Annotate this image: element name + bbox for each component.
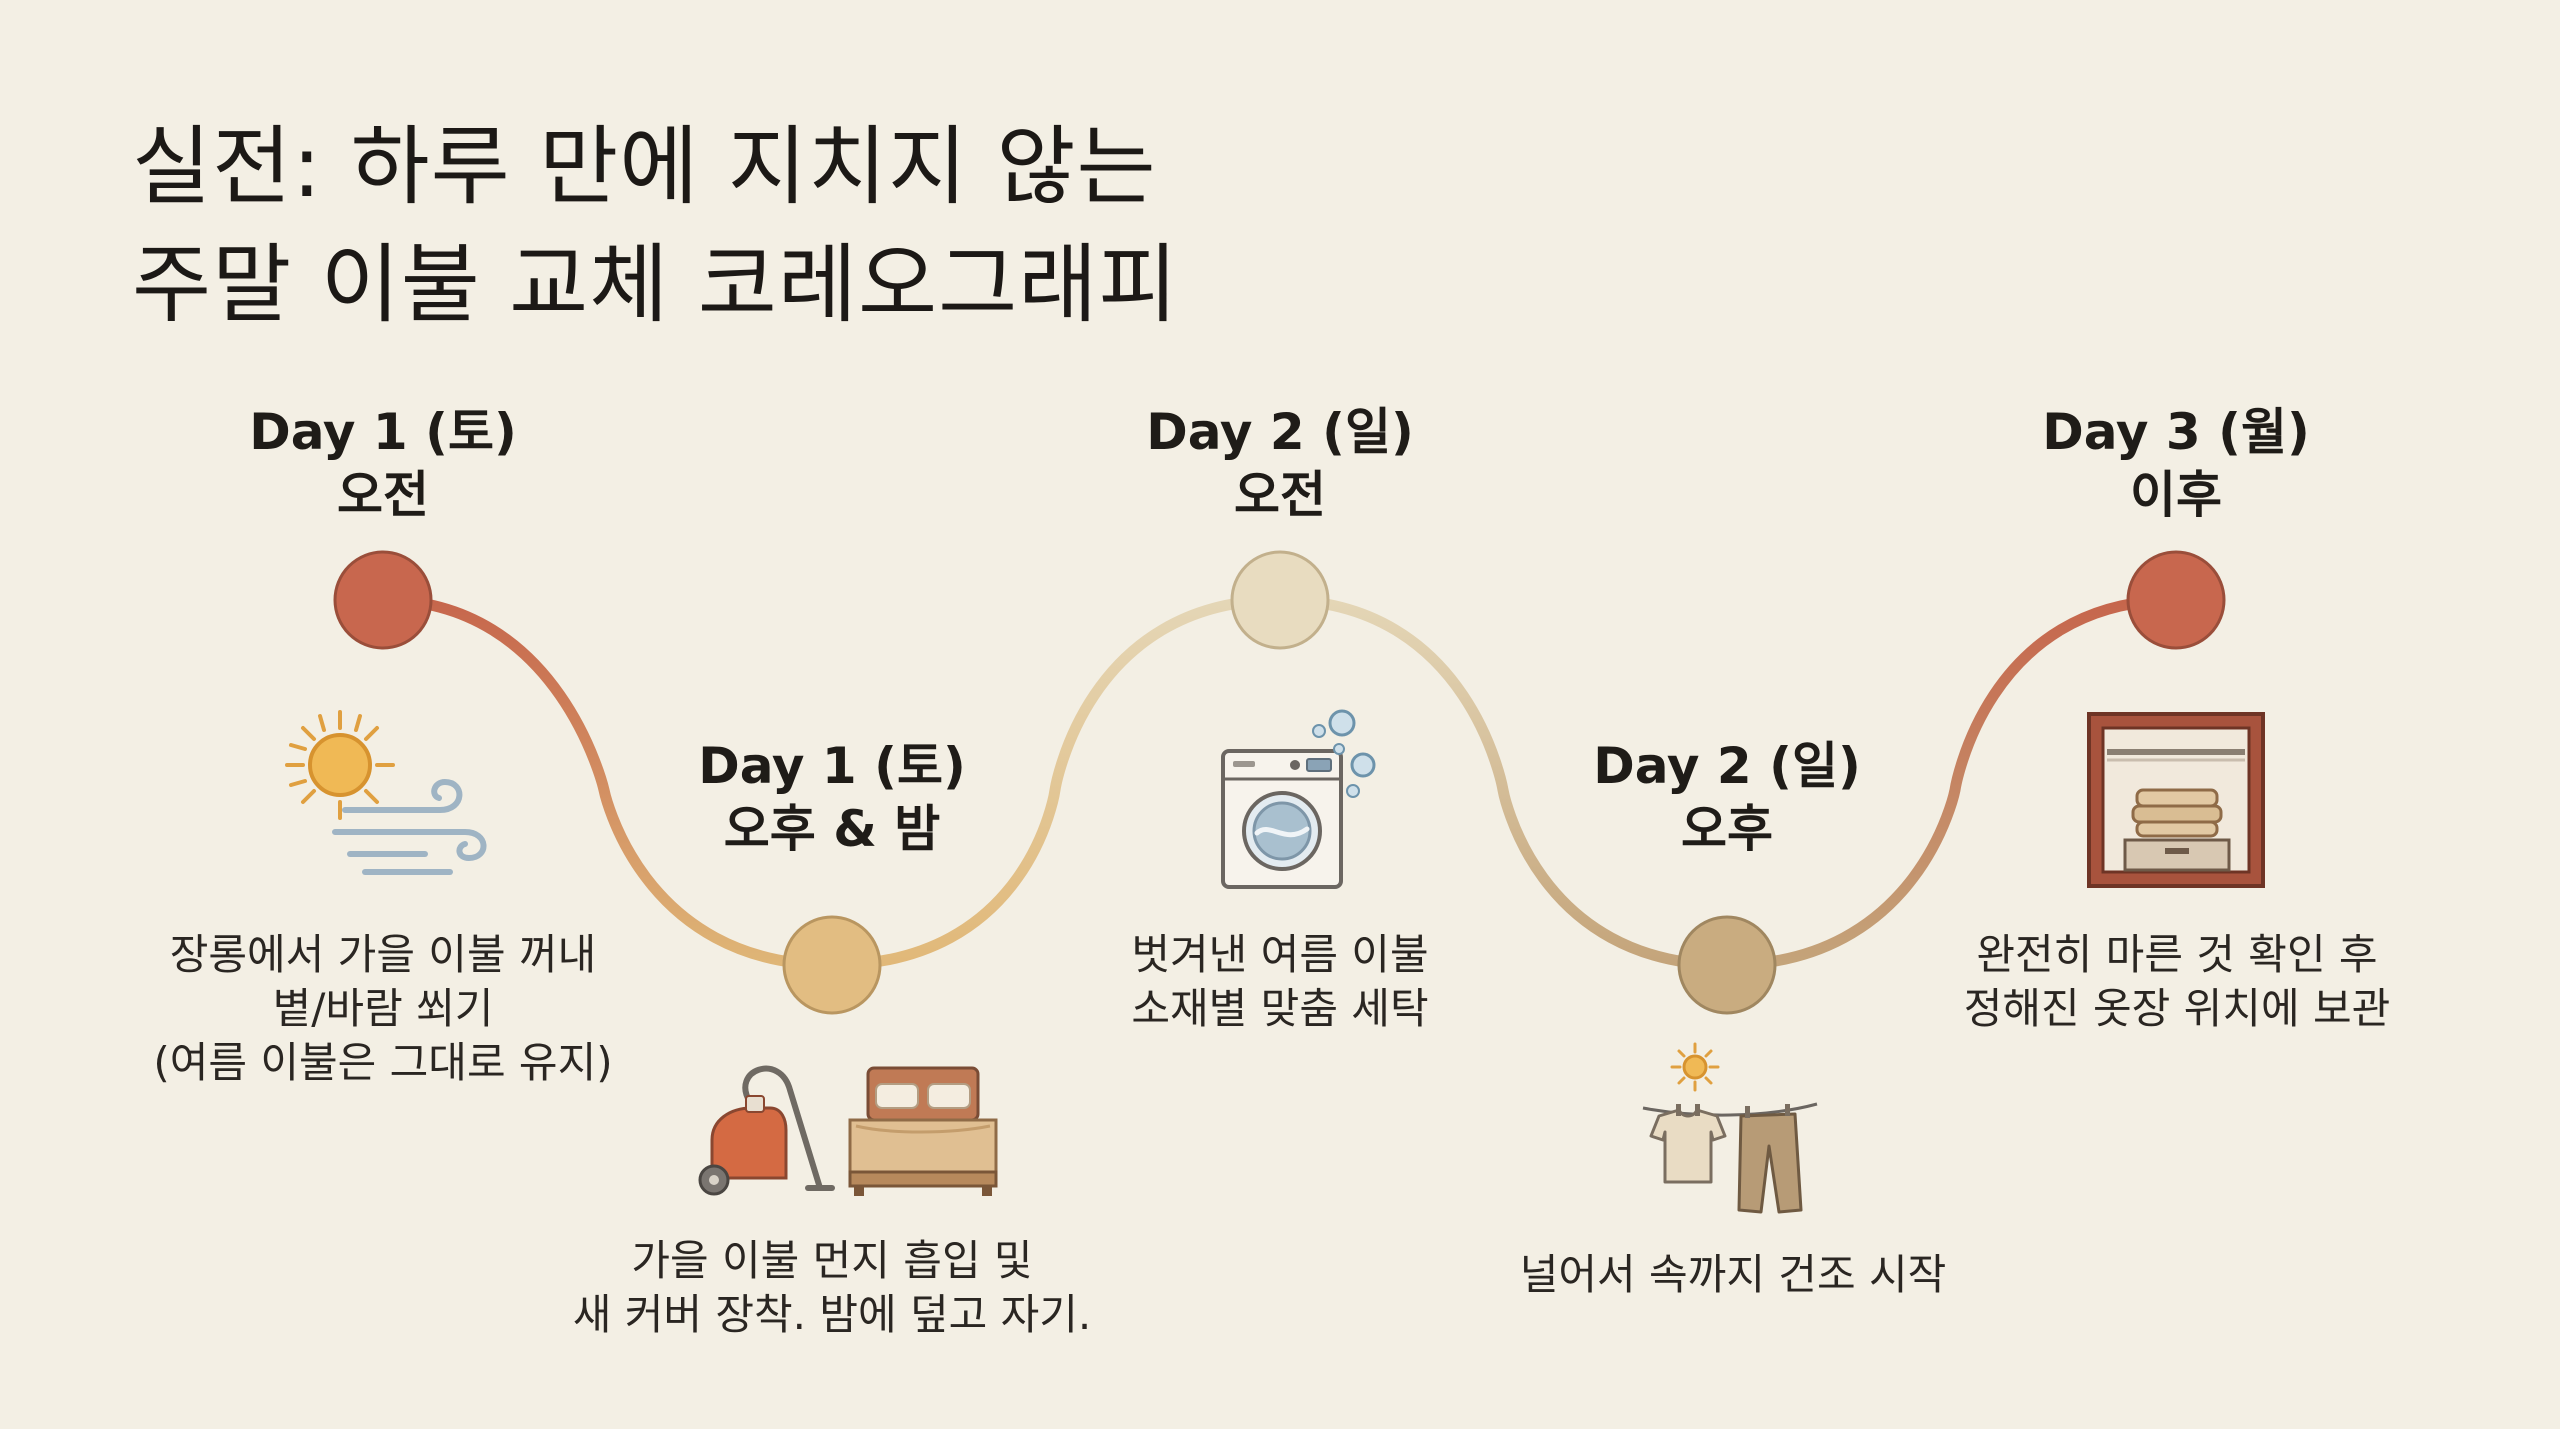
step-1-day: Day 1 (토): [249, 403, 517, 461]
step-1-time: 오전: [337, 466, 429, 524]
vacuum-bed-icon: [698, 1065, 998, 1196]
timeline-segment-1: [377, 594, 838, 971]
timeline-node-day2-morning: [1230, 550, 1330, 650]
step-5-desc-line-2: 정해진 옷장 위치에 보관: [1963, 984, 2391, 1033]
step-2-description: 가을 이불 먼지 흡입 및 새 커버 장착. 밤에 덮고 자기.: [512, 1234, 1152, 1342]
page-title: 실전: 하루 만에 지치지 않는 주말 이불 교체 코레오그래피: [132, 108, 1178, 344]
step-3-heading: Day 2 (일) 오전: [1070, 401, 1490, 527]
bed-icon: [848, 1066, 998, 1196]
step-5-description: 완전히 마른 것 확인 후 정해진 옷장 위치에 보관: [1857, 928, 2497, 1036]
timeline-node-day2-afternoon: [1677, 915, 1777, 1015]
washing-machine-icon: [1221, 709, 1376, 889]
step-3-desc-line-1: 벗겨낸 여름 이불: [1131, 930, 1429, 979]
step-1-desc-line-1: 장롱에서 가을 이불 꺼내: [169, 930, 597, 979]
step-2-day: Day 1 (토): [698, 737, 966, 795]
step-5-time: 이후: [2130, 466, 2222, 524]
step-3-time: 오전: [1234, 466, 1326, 524]
timeline-node-day3: [2126, 550, 2226, 650]
step-4-day: Day 2 (일): [1593, 737, 1861, 795]
step-3-description: 벗겨낸 여름 이불 소재별 맞춤 세탁: [960, 928, 1600, 1036]
hanging-pants-icon: [1737, 1104, 1803, 1214]
timeline-node-day1-evening: [782, 915, 882, 1015]
step-1-desc-line-2: 볕/바람 쐬기: [272, 984, 494, 1033]
step-4-time: 오후: [1681, 800, 1773, 858]
step-4-heading: Day 2 (일) 오후: [1517, 735, 1937, 861]
title-line-2: 주말 이불 교체 코레오그래피: [132, 235, 1179, 335]
title-line-1: 실전: 하루 만에 지치지 않는: [132, 117, 1157, 217]
step-4-desc-line-1: 널어서 속까지 건조 시작: [1519, 1250, 1947, 1299]
step-5-heading: Day 3 (월) 이후: [1966, 401, 2386, 527]
closet-storage-icon: [2087, 712, 2265, 888]
step-2-desc-line-2: 새 커버 장착. 밤에 덮고 자기.: [572, 1290, 1092, 1339]
step-2-heading: Day 1 (토) 오후 & 밤: [622, 735, 1042, 861]
laundry-line-icon: [1642, 1042, 1818, 1214]
vacuum-cleaner-icon: [698, 1065, 835, 1196]
timeline-segment-3: [1274, 594, 1733, 971]
timeline-node-day1-morning: [333, 550, 433, 650]
step-5-desc-line-1: 완전히 마른 것 확인 후: [1976, 930, 2378, 979]
step-1-desc-line-3: (여름 이불은 그대로 유지): [153, 1038, 613, 1087]
step-2-desc-line-1: 가을 이불 먼지 흡입 및: [631, 1236, 1033, 1285]
step-3-desc-line-2: 소재별 맞춤 세탁: [1131, 984, 1429, 1033]
timeline-segment-2: [826, 594, 1286, 971]
step-5-day: Day 3 (월): [2042, 403, 2310, 461]
step-3-day: Day 2 (일): [1146, 403, 1414, 461]
step-2-time: 오후 & 밤: [723, 800, 941, 858]
step-1-heading: Day 1 (토) 오전: [173, 401, 593, 527]
sun-wind-icon: [285, 710, 487, 875]
step-4-description: 널어서 속까지 건조 시작: [1413, 1248, 2053, 1302]
step-1-description: 장롱에서 가을 이불 꺼내 볕/바람 쐬기 (여름 이불은 그대로 유지): [63, 928, 703, 1090]
hanging-shirt-icon: [1649, 1104, 1727, 1184]
timeline-segment-4: [1721, 594, 2182, 971]
